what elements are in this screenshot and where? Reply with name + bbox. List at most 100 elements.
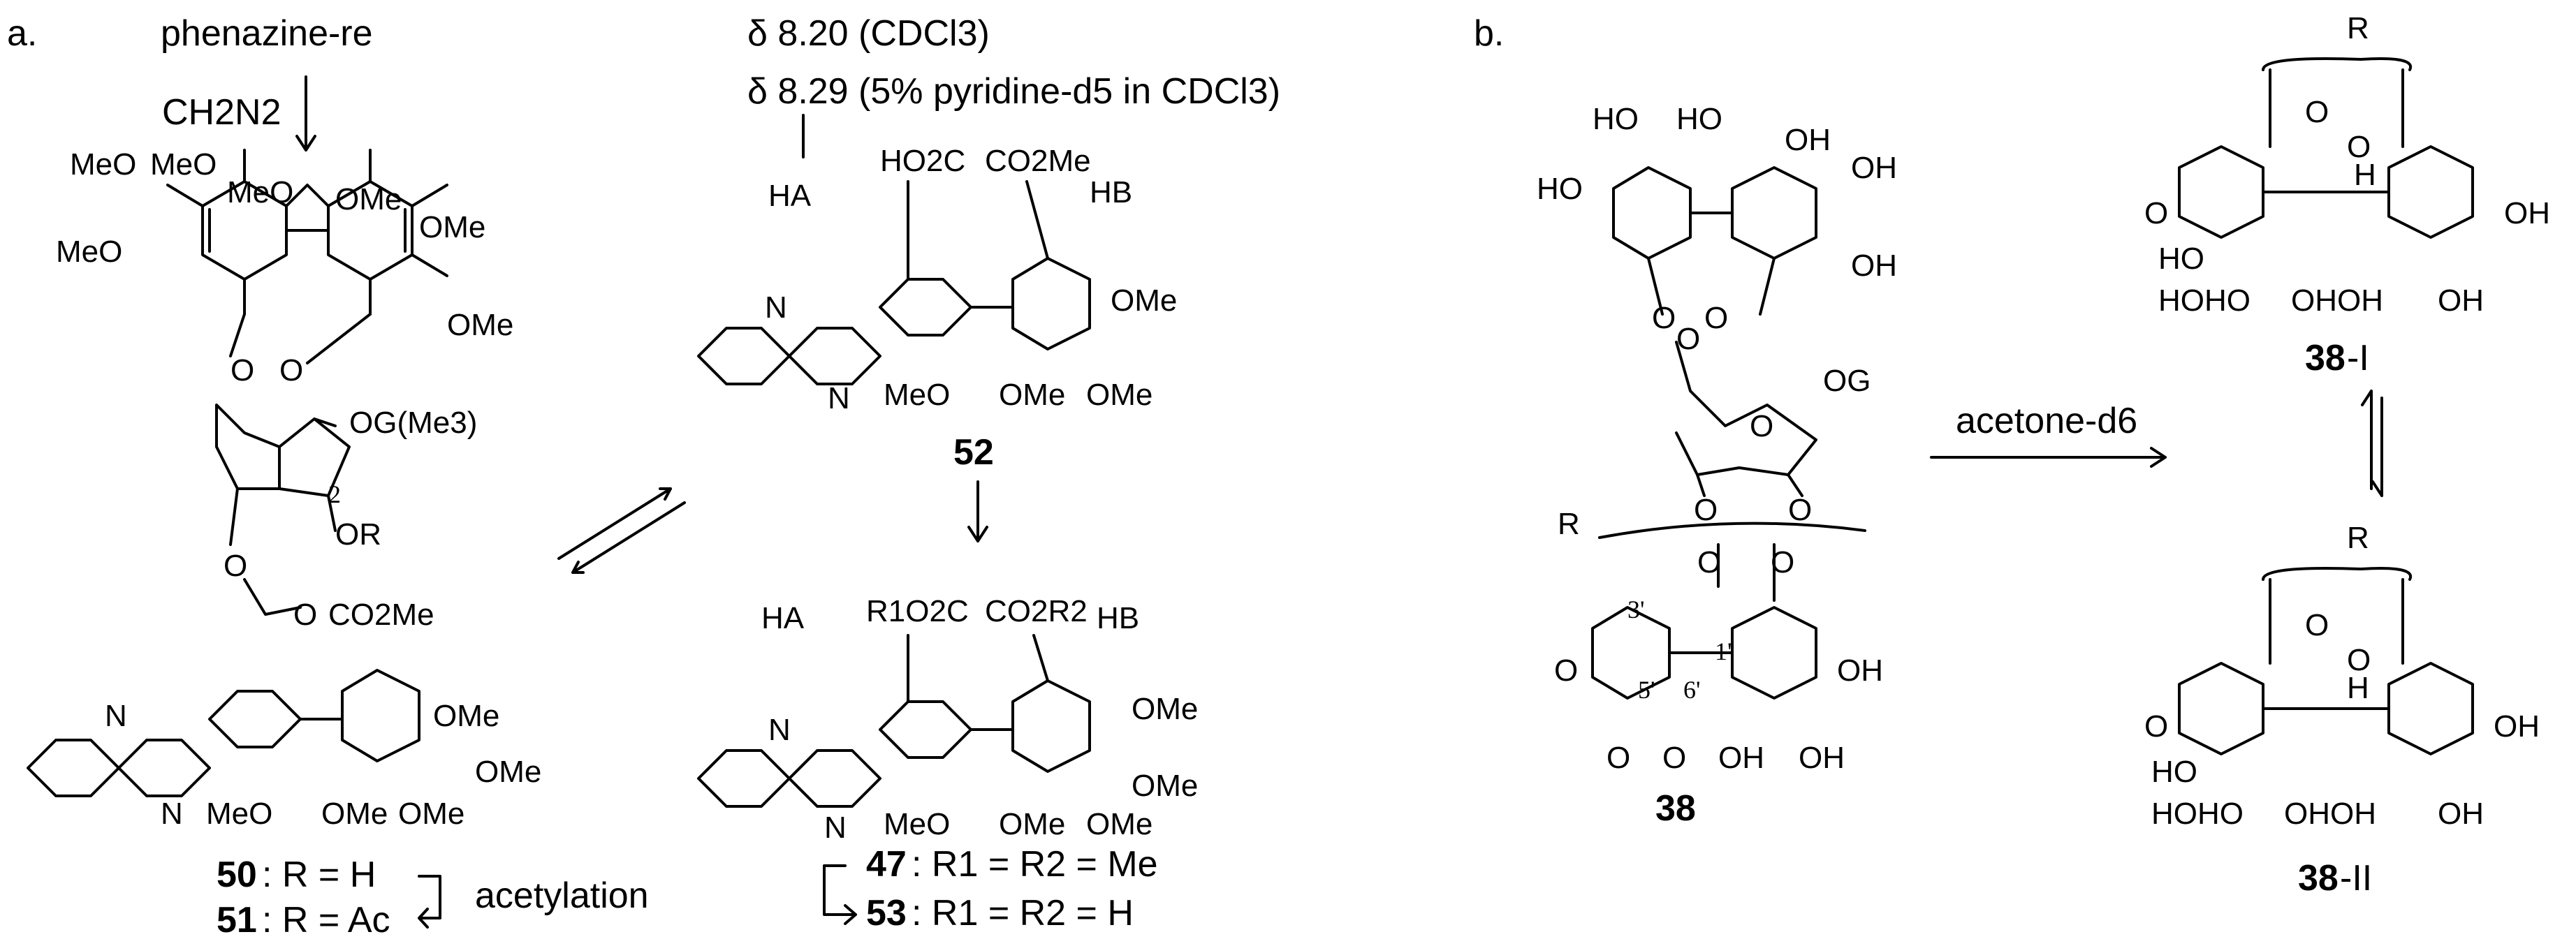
ome-label-52a: OMe	[999, 378, 1065, 412]
structure-38-bottom: O O O O O OH OH OH 3' 1' 5' 6'	[1554, 543, 1883, 775]
n-atom-3: N	[765, 290, 787, 325]
ketone-o-ii2: O	[2347, 643, 2371, 677]
oh-label-3: OH	[1851, 249, 1897, 283]
n-atom-5: N	[768, 713, 791, 747]
ho-label-ii1: HO	[2151, 755, 2197, 789]
oh-label-6: OH	[1799, 741, 1845, 775]
ketone-o-i2: O	[2347, 130, 2371, 164]
co2me-label-50: CO2Me	[328, 598, 434, 632]
reagent-phenazine-re: phenazine-re	[161, 13, 373, 54]
ohoh-label-i: OHOH	[2291, 283, 2383, 318]
solvent-arrow	[1930, 447, 2167, 468]
meo-label-47: MeO	[884, 807, 950, 841]
r1o2c-label: R1O2C	[866, 594, 969, 628]
ketone-o-3: O	[1554, 653, 1578, 688]
sugar-o-4: O	[1788, 493, 1812, 527]
ester-o-b2: O	[1704, 301, 1728, 335]
compound-50-number: 50	[217, 855, 257, 895]
ome-label-52c: OMe	[1111, 283, 1177, 318]
compound-50-label: : R = H	[262, 855, 376, 895]
structure-50-top-biaryl: MeO MeO MeO MeO OMe OMe OMe O O	[56, 147, 513, 387]
oh-label-i2: OH	[2504, 196, 2550, 230]
compound-47-number: 47	[866, 844, 907, 885]
r-label-38: R	[1558, 507, 1580, 541]
ketone-o-ii1: O	[2305, 608, 2329, 642]
ho-label-2: HO	[1676, 102, 1722, 136]
oh-label-1: OH	[1785, 123, 1831, 157]
r-label-38i: R	[2347, 11, 2369, 45]
og-label: OG	[1823, 364, 1871, 398]
down-arrow-52-to-47	[967, 480, 988, 542]
sugar-o-3: O	[1694, 493, 1718, 527]
ho-label-3: HO	[1537, 172, 1583, 206]
r-bracket-38ii	[2262, 567, 2413, 581]
ome-label-47d: OMe	[1132, 769, 1198, 803]
sugar-o-2: O	[1750, 409, 1773, 443]
position-2-label: 2	[328, 480, 341, 508]
ketone-o-ii3: O	[2144, 709, 2168, 744]
ho-label-i1: HO	[2158, 242, 2204, 276]
compound-53-label: : R1 = R2 = H	[912, 893, 1134, 933]
acetylation-label: acetylation	[475, 875, 649, 916]
ketone-o-2: O	[1771, 545, 1794, 579]
oh-label-4: OH	[1837, 653, 1883, 688]
structure-47: HA R1O2C CO2R2 HB N N MeO OMe OMe OMe OM…	[697, 594, 1198, 845]
compound-38ii-number: 38	[2298, 858, 2339, 899]
n-atom-2: N	[161, 797, 183, 831]
ketone-o-i3: O	[2144, 196, 2168, 230]
co2me-label-52: CO2Me	[985, 144, 1091, 178]
r-label-38ii: R	[2347, 521, 2369, 555]
solvent-label: acetone-d6	[1956, 401, 2137, 441]
oh-label-5: OH	[1718, 741, 1764, 775]
meo-label-2: MeO	[150, 147, 217, 182]
structure-38-I: R O O H O HO HOHO OHOH OH OH	[2144, 11, 2550, 318]
ome-label-2: OMe	[419, 210, 485, 244]
n-atom-1: N	[105, 699, 127, 733]
panel-b-label: b.	[1474, 13, 1504, 54]
n-atom-6: N	[824, 811, 847, 845]
compound-38ii-suffix: -II	[2340, 858, 2372, 899]
compound-38i-suffix: -I	[2347, 338, 2369, 378]
panel-a-label: a.	[7, 13, 37, 54]
ketone-o-5: O	[1662, 741, 1686, 775]
compound-38i-number: 38	[2305, 338, 2346, 378]
ketone-o-4: O	[1607, 741, 1630, 775]
n-atom-4: N	[828, 381, 850, 415]
structure-38-sugar: OG O O O O	[1675, 322, 1871, 527]
ome-label-3: OMe	[447, 308, 513, 342]
structure-38-top: HO HO HO OH OH OH O O	[1537, 102, 1897, 335]
ohoh-label-ii: OHOH	[2284, 797, 2376, 831]
og-me3-label: OG(Me3)	[349, 406, 477, 440]
position-3-label: 3'	[1627, 596, 1645, 623]
position-1-label: 1'	[1715, 637, 1732, 665]
ome-label-4: OMe	[321, 797, 388, 831]
sugar-o-1: O	[1676, 322, 1700, 356]
ome-label-5: OMe	[398, 797, 464, 831]
meo-label-1: MeO	[70, 147, 136, 182]
ha-label-47: HA	[761, 601, 805, 635]
compound-38-number: 38	[1655, 788, 1696, 829]
ester-o-b1: O	[1652, 301, 1676, 335]
meo-label-52: MeO	[884, 378, 950, 412]
ome-label-47a: OMe	[999, 807, 1065, 841]
meo-label-5: MeO	[206, 797, 272, 831]
position-5-label: 5'	[1638, 676, 1655, 704]
ho2c-label: HO2C	[880, 144, 965, 178]
oh-label-ii2: OH	[2438, 797, 2484, 831]
structure-38-II: R O O H O OH HO HOHO OHOH OH	[2144, 521, 2540, 831]
nmr-shift-1: δ 8.20 (CDCl3)	[747, 13, 990, 54]
oh-label-ii1: OH	[2494, 709, 2540, 744]
ome-label-6: OMe	[433, 699, 499, 733]
hb-label-47: HB	[1097, 601, 1139, 635]
position-6-label: 6'	[1683, 676, 1701, 704]
ketone-o-1: O	[1697, 545, 1721, 579]
structure-50-phenazine: O CO2Me N N MeO OMe OMe OMe OMe	[27, 578, 541, 831]
ho-label-1: HO	[1593, 102, 1639, 136]
hb-label-52: HB	[1090, 175, 1132, 209]
ome-label-47b: OMe	[1086, 807, 1152, 841]
ome-label-52b: OMe	[1086, 378, 1152, 412]
oh-label-i1: OH	[2438, 283, 2484, 318]
h-label-38ii: H	[2347, 671, 2369, 705]
structure-50-sugar: OG(Me3) OR 2 O	[215, 404, 477, 583]
